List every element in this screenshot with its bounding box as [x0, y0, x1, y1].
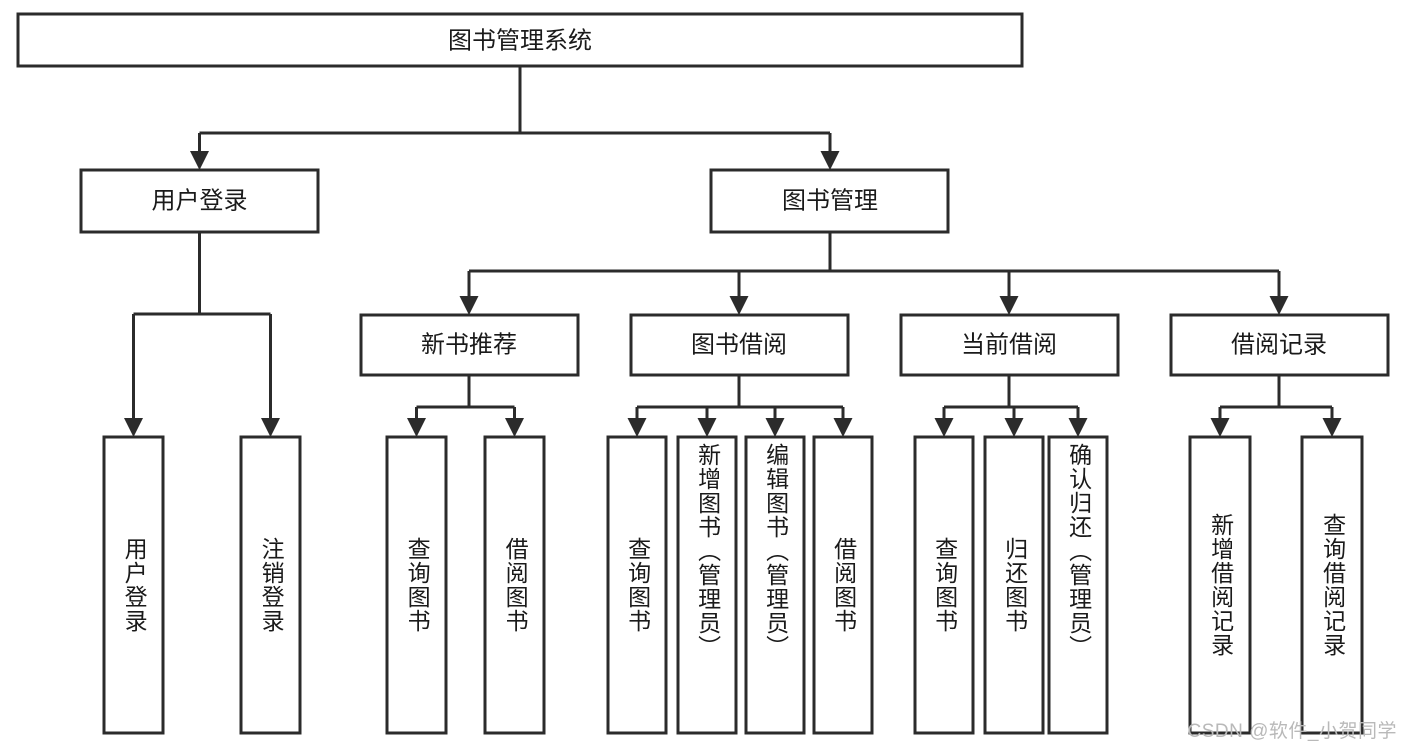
node-leaf-return-book-box[interactable]: [983, 435, 1045, 735]
arrowhead-book-management: [820, 151, 840, 170]
node-leaf-confirm-return-admin-box[interactable]: [1047, 435, 1109, 735]
node-book-management-box[interactable]: [709, 168, 950, 234]
node-root-box[interactable]: [16, 12, 1024, 68]
node-borrow-record-box[interactable]: [1169, 313, 1390, 377]
arrowhead-leaf-return-book: [1004, 418, 1024, 437]
node-current-borrow-box[interactable]: [899, 313, 1120, 377]
node-book-borrow-label: 图书借阅: [691, 331, 787, 358]
node-leaf-user-login-box[interactable]: [102, 435, 165, 735]
node-user-login-box[interactable]: [79, 168, 320, 234]
connector-group-borrow-record: [1210, 375, 1342, 437]
node-leaf-borrow-book-box[interactable]: [812, 435, 874, 735]
arrowhead-book-borrow: [729, 296, 749, 315]
node-leaf-logout-box[interactable]: [239, 435, 302, 735]
connector-group-current-borrow: [934, 375, 1088, 437]
connector-group-book-borrow: [627, 375, 853, 437]
node-current-borrow[interactable]: 当前借阅: [899, 313, 1120, 377]
node-leaf-query-borrow-record-box[interactable]: [1300, 435, 1364, 735]
arrowhead-leaf-query-book-current: [934, 418, 954, 437]
node-user-login[interactable]: 用户登录: [79, 168, 320, 234]
node-leaf-query-book-current-box[interactable]: [913, 435, 975, 735]
arrowhead-leaf-user-login: [124, 418, 143, 437]
arrowhead-leaf-query-borrow-record: [1322, 418, 1342, 437]
node-leaf-edit-book-admin-box[interactable]: [744, 435, 806, 735]
arrowhead-leaf-borrow-book-recommend: [505, 418, 524, 437]
node-new-book-recommend-label: 新书推荐: [421, 331, 517, 358]
node-leaf-query-book-borrow-box[interactable]: [606, 435, 668, 735]
node-book-borrow-box[interactable]: [629, 313, 850, 377]
watermark: CSDN @软件_小贺同学: [1187, 721, 1397, 742]
arrowhead-leaf-edit-book-admin: [765, 418, 785, 437]
arrowhead-leaf-add-book-admin: [697, 418, 717, 437]
arrowhead-user-login: [190, 151, 209, 170]
arrowhead-leaf-borrow-book: [833, 418, 853, 437]
node-book-management[interactable]: 图书管理: [709, 168, 950, 234]
connector-group-user-login: [124, 232, 280, 437]
node-leaf-query-book-recommend-box[interactable]: [385, 435, 448, 735]
arrowhead-leaf-logout: [261, 418, 280, 437]
node-new-book-recommend-box[interactable]: [359, 313, 580, 377]
node-root-label: 图书管理系统: [448, 27, 592, 54]
arrowhead-leaf-confirm-return-admin: [1068, 418, 1088, 437]
node-book-borrow[interactable]: 图书借阅: [629, 313, 850, 377]
connector-group-new-book-recommend: [407, 375, 524, 437]
node-book-management-label: 图书管理: [782, 187, 878, 214]
arrowhead-leaf-query-book-recommend: [407, 418, 426, 437]
node-root[interactable]: 图书管理系统: [16, 12, 1024, 68]
connector-group-root: [190, 66, 840, 170]
node-leaf-add-borrow-record-box[interactable]: [1188, 435, 1252, 735]
node-user-login-label: 用户登录: [152, 187, 248, 214]
arrowhead-leaf-query-book-borrow: [627, 418, 647, 437]
arrowhead-leaf-add-borrow-record: [1210, 418, 1230, 437]
arrowhead-current-borrow: [999, 296, 1019, 315]
arrowhead-new-book-recommend: [459, 296, 479, 315]
node-new-book-recommend[interactable]: 新书推荐: [359, 313, 580, 377]
node-borrow-record-label: 借阅记录: [1231, 331, 1327, 358]
node-borrow-record[interactable]: 借阅记录: [1169, 313, 1390, 377]
connector-group-book-management: [459, 232, 1289, 315]
arrowhead-borrow-record: [1269, 296, 1289, 315]
node-current-borrow-label: 当前借阅: [961, 331, 1057, 358]
node-leaf-borrow-book-recommend-box[interactable]: [483, 435, 546, 735]
node-leaf-add-book-admin-box[interactable]: [676, 435, 738, 735]
